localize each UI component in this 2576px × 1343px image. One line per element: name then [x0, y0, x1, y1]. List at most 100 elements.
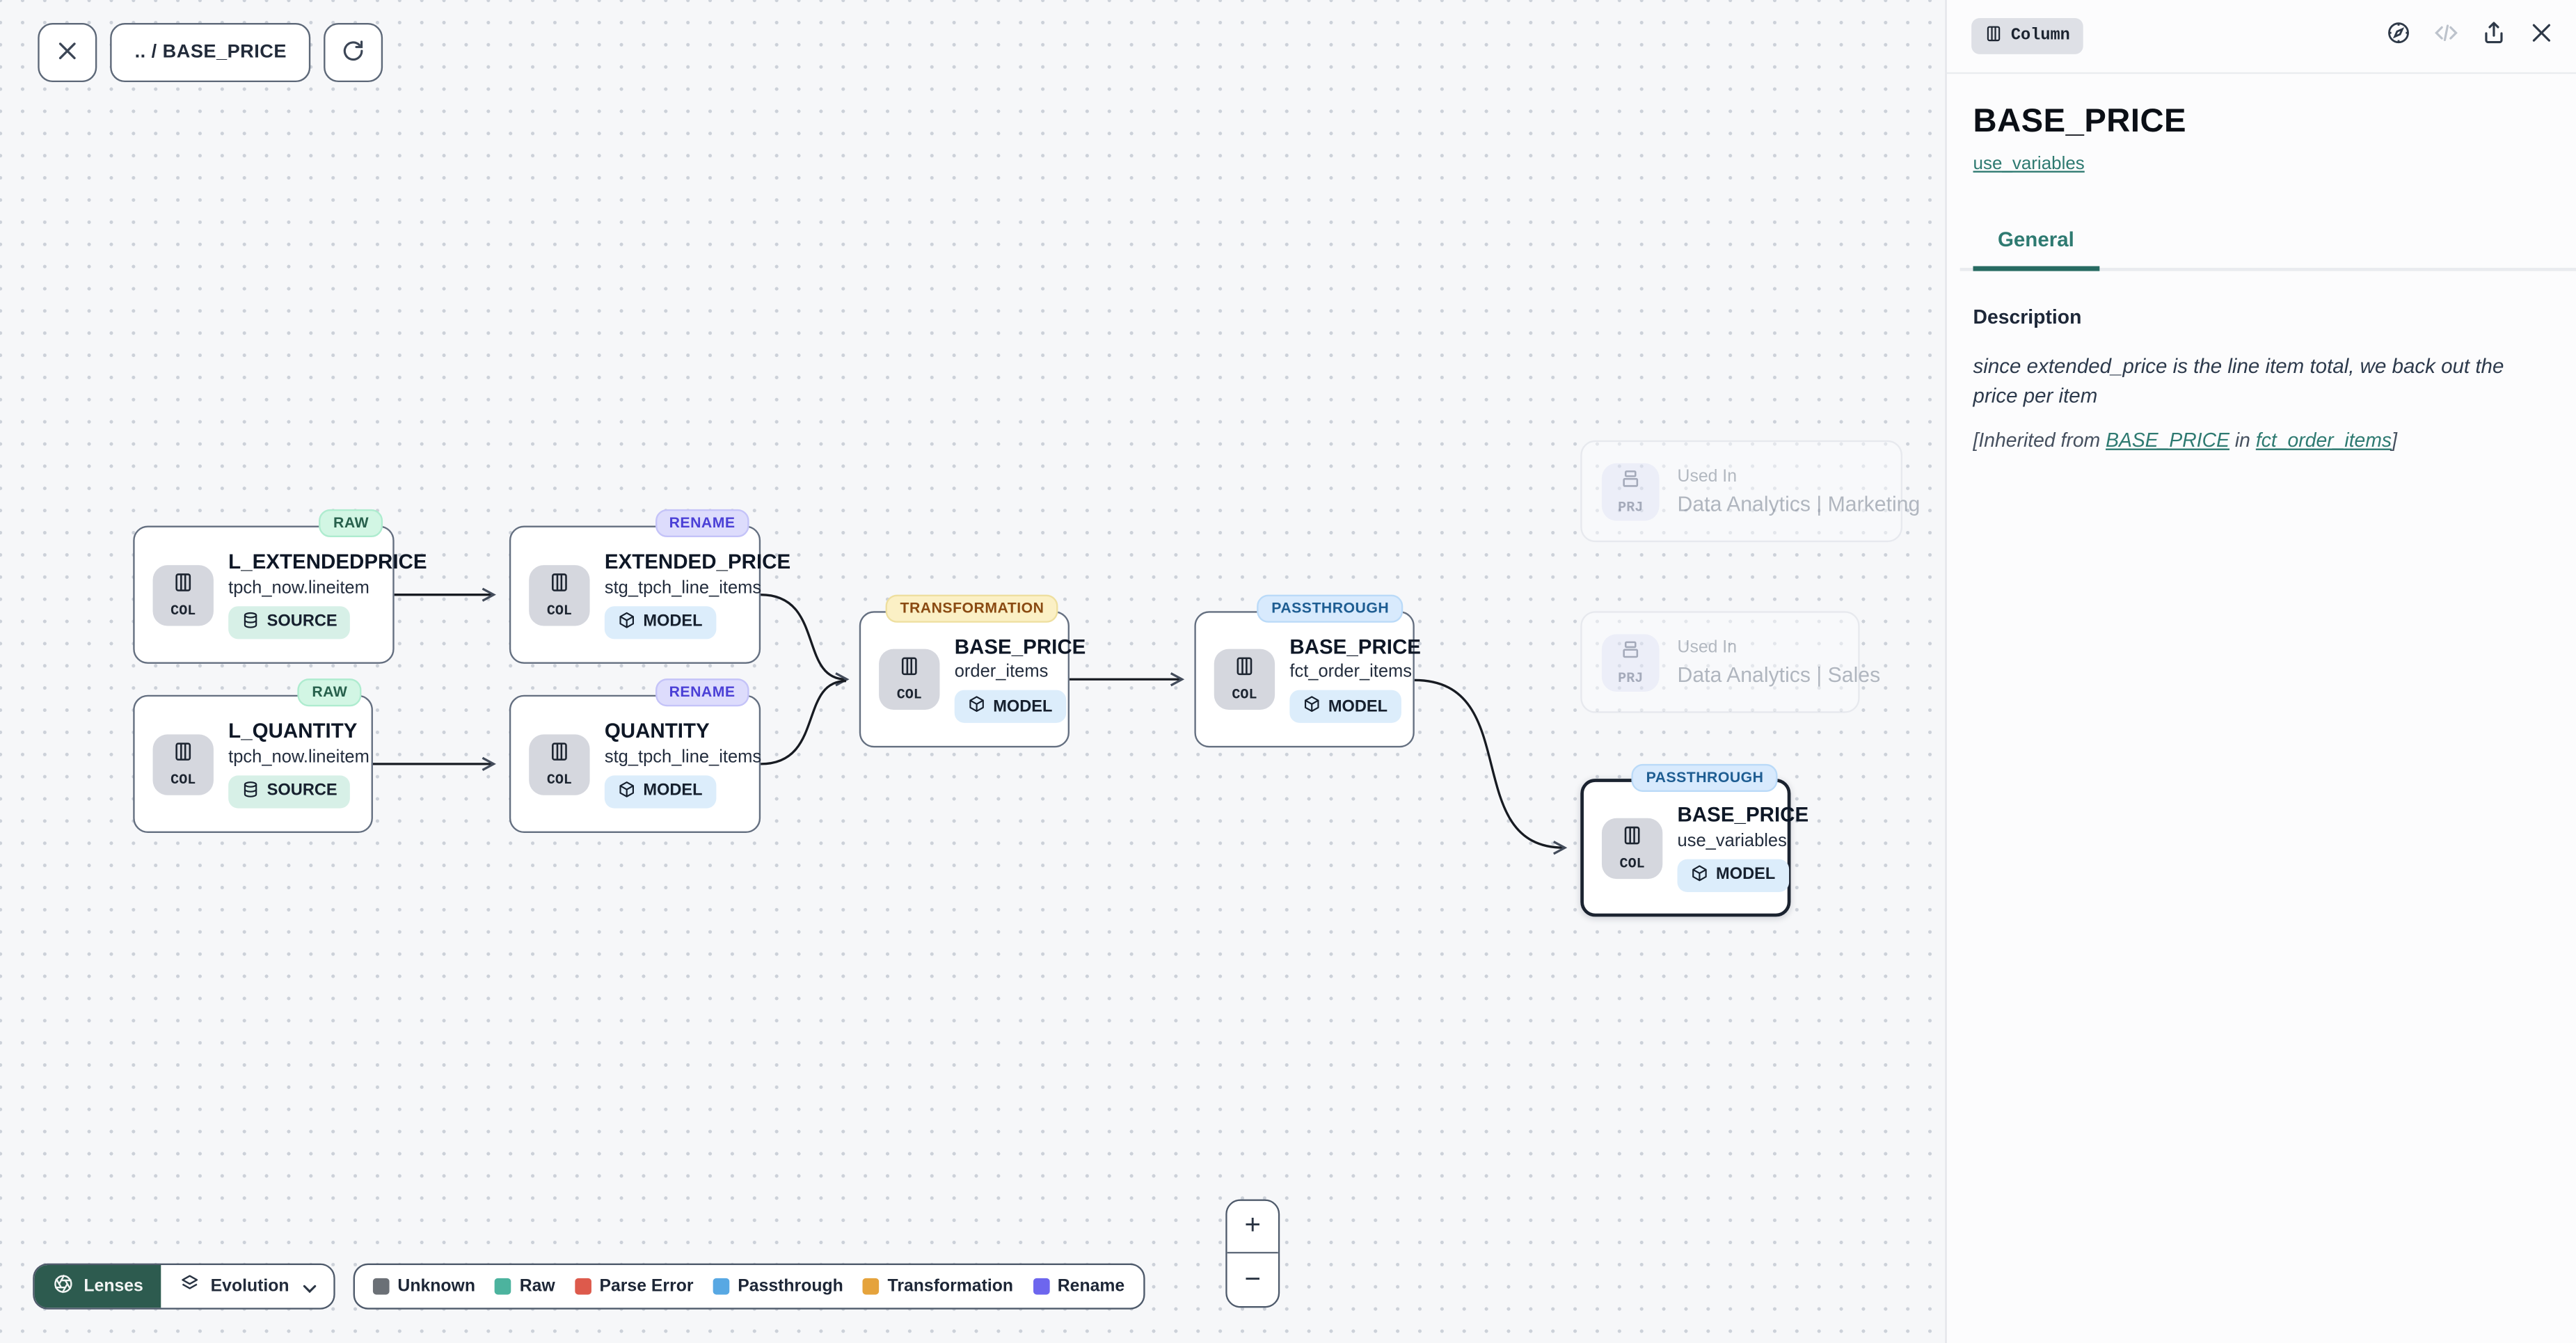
lineage-node-quantity[interactable]: RENAME COL QUANTITY stg_tpch_line_items …	[509, 677, 762, 834]
lineage-node-base-price-order-items[interactable]: TRANSFORMATION COL BASE_PRICE order_item…	[859, 594, 1086, 748]
database-icon	[241, 780, 260, 803]
project-icon	[1620, 639, 1641, 668]
node-kind-pill: MODEL	[1677, 859, 1789, 892]
node-title: EXTENDED_PRICE	[604, 550, 791, 574]
aperture-icon	[53, 1273, 74, 1299]
lineage-node-base-price-fct-order-items[interactable]: PASSTHROUGH COL BASE_PRICE fct_order_ite…	[1194, 594, 1421, 748]
node-kind-pill: SOURCE	[228, 775, 351, 809]
refresh-icon	[341, 37, 367, 68]
column-chip-label: COL	[170, 772, 196, 788]
zoom-controls: + −	[1225, 1198, 1280, 1308]
project-chip-label: PRJ	[1618, 499, 1644, 516]
chevron-down-icon	[299, 1278, 317, 1294]
column-chip: COL	[152, 733, 214, 795]
node-subtitle: tpch_now.lineitem	[228, 578, 369, 598]
share-icon[interactable]	[2481, 19, 2507, 54]
node-kind-pill: MODEL	[1289, 690, 1401, 724]
details-panel: Column BASE_PRICE use_variables General …	[1945, 0, 2576, 1343]
cube-icon	[1303, 696, 1321, 719]
column-chip: COL	[879, 649, 940, 710]
lineage-node-base-price-use-variables[interactable]: PASSTHROUGH COL BASE_PRICE use_variables…	[1580, 763, 1808, 917]
lens-dropdown[interactable]: Evolution	[161, 1264, 334, 1308]
entity-type-badge: Column	[1971, 17, 2083, 54]
node-subtitle: stg_tpch_line_items	[604, 747, 762, 768]
used-in-node-sales[interactable]: PRJ Used In Data Analytics | Sales	[1580, 611, 1880, 713]
legend-item: Raw	[495, 1276, 555, 1296]
canvas-toolbar: .. / BASE_PRICE	[38, 23, 384, 83]
close-icon[interactable]	[2529, 19, 2555, 54]
inherited-from-line: [Inherited from BASE_PRICE in fct_order_…	[1973, 428, 2397, 452]
legend-item: Passthrough	[713, 1276, 843, 1296]
database-icon	[241, 611, 260, 634]
node-badge-rename: RENAME	[655, 508, 749, 538]
cube-icon	[618, 611, 636, 634]
node-title: BASE_PRICE	[954, 635, 1086, 658]
column-chip-label: COL	[546, 772, 572, 788]
lineage-node-extended-price[interactable]: RENAME COL EXTENDED_PRICE stg_tpch_line_…	[509, 508, 790, 664]
project-chip: PRJ	[1601, 633, 1660, 691]
description-label: Description	[1973, 305, 2082, 329]
column-chip-label: COL	[1619, 855, 1645, 873]
column-chip-label: COL	[546, 602, 572, 619]
used-in-node-marketing[interactable]: PRJ Used In Data Analytics | Marketing	[1580, 440, 1920, 543]
node-badge-transformation: TRANSFORMATION	[886, 594, 1058, 623]
compass-icon[interactable]	[2385, 19, 2412, 54]
lineage-canvas[interactable]: .. / BASE_PRICE RAW COL L_EXTENDEDPRICE …	[0, 0, 1946, 1343]
zoom-out-button[interactable]: −	[1227, 1253, 1278, 1305]
refresh-button[interactable]	[324, 23, 384, 83]
node-kind-pill: SOURCE	[228, 606, 351, 639]
lens-selector: Lenses Evolution	[33, 1262, 335, 1309]
details-panel-body: BASE_PRICE use_variables General Descrip…	[1947, 104, 2576, 451]
cube-icon	[1690, 864, 1708, 887]
zoom-in-button[interactable]: +	[1227, 1200, 1278, 1253]
canvas-bottom-bar: Lenses Evolution Unknown Raw Parse Error…	[33, 1262, 1145, 1309]
breadcrumb[interactable]: .. / BASE_PRICE	[110, 23, 312, 83]
close-icon	[54, 37, 81, 68]
legend-swatch	[575, 1277, 591, 1294]
node-title: BASE_PRICE	[1289, 635, 1421, 658]
project-icon	[1620, 468, 1641, 497]
lineage-node-l-extendedprice[interactable]: RAW COL L_EXTENDEDPRICE tpch_now.lineite…	[133, 508, 427, 664]
inherited-model-link[interactable]: fct_order_items	[2255, 428, 2392, 452]
node-title: QUANTITY	[604, 720, 710, 743]
node-badge-raw: RAW	[319, 508, 383, 538]
legend-swatch	[495, 1277, 511, 1294]
column-chip-label: COL	[896, 687, 922, 704]
node-subtitle: tpch_now.lineitem	[228, 747, 369, 768]
node-kind-pill: MODEL	[954, 690, 1066, 724]
node-subtitle: fct_order_items	[1289, 662, 1413, 683]
lineage-node-l-quantity[interactable]: RAW COL L_QUANTITY tpch_now.lineitem SOU…	[133, 677, 373, 834]
inherited-column-link[interactable]: BASE_PRICE	[2106, 428, 2230, 452]
description-text: since extended_price is the line item to…	[1973, 354, 2504, 407]
node-title: BASE_PRICE	[1677, 803, 1809, 827]
legend-item: Transformation	[863, 1276, 1013, 1296]
node-badge-passthrough: PASSTHROUGH	[1257, 594, 1404, 623]
legend-item: Unknown	[373, 1276, 475, 1296]
lenses-button[interactable]: Lenses	[34, 1264, 161, 1308]
code-icon	[2433, 19, 2460, 54]
tab-general[interactable]: General	[1973, 228, 2099, 271]
legend-swatch	[863, 1277, 880, 1294]
column-icon	[1985, 24, 2003, 48]
panel-actions	[2385, 19, 2554, 54]
node-badge-passthrough: PASSTHROUGH	[1632, 763, 1778, 793]
used-in-name: Data Analytics | Marketing	[1677, 491, 1921, 517]
legend-swatch	[1033, 1277, 1049, 1294]
column-icon	[549, 571, 571, 601]
page-title: BASE_PRICE	[1973, 103, 2187, 140]
node-subtitle: stg_tpch_line_items	[604, 578, 762, 598]
column-chip: COL	[529, 733, 590, 795]
legend-swatch	[713, 1277, 730, 1294]
legend-swatch	[373, 1277, 390, 1294]
legend-item: Rename	[1033, 1276, 1124, 1296]
lens-legend: Unknown Raw Parse Error Passthrough Tran…	[353, 1262, 1145, 1309]
column-icon	[1621, 825, 1643, 854]
layers-icon	[180, 1273, 201, 1299]
column-icon	[549, 740, 571, 770]
node-badge-rename: RENAME	[655, 677, 749, 707]
close-lineage-button[interactable]	[38, 23, 97, 83]
model-link[interactable]: use_variables	[1973, 154, 2085, 175]
used-in-name: Data Analytics | Sales	[1677, 662, 1881, 688]
column-icon	[173, 571, 194, 601]
